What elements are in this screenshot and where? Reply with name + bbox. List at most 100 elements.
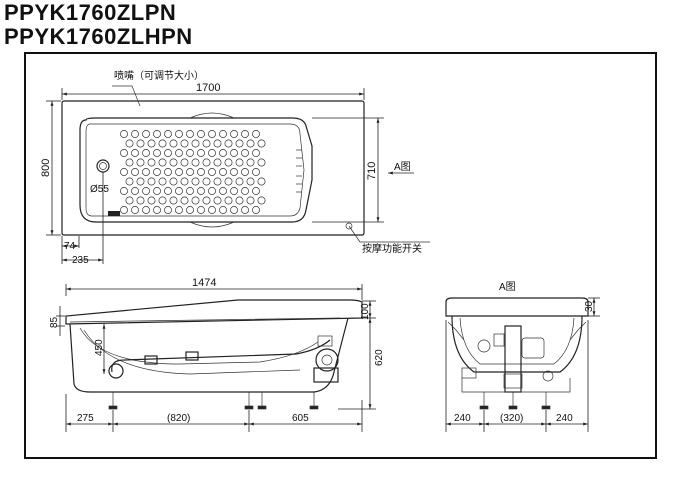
headrest-top [189,112,235,119]
dim-overall-width: 800 [40,159,52,177]
anti-slip-dot [153,187,161,195]
side-tub-body [69,317,349,393]
anti-slip-dot [125,158,134,167]
side-legs [108,392,319,410]
anti-slip-dot [186,149,194,157]
anti-slip-dot [191,139,200,148]
anti-slip-dot [208,149,216,157]
anti-slip-dot [219,168,227,176]
anti-slip-dot [213,177,222,186]
anti-slip-dot [136,196,145,205]
dim-side-depth: 450 [94,339,105,356]
end-view: A图 30 240 [445,281,600,432]
anti-slip-dot [246,177,255,186]
anti-slip-dot [120,168,128,176]
dim-inner-width: 710 [366,162,378,180]
anti-slip-dot [257,196,266,205]
anti-slip-dot [142,187,150,195]
dim-side-rim: 85 [49,316,60,328]
side-jets [296,149,302,193]
side-drain-fitting [108,363,124,379]
anti-slip-dot [197,130,205,138]
end-legs [479,392,551,410]
anti-slip-dot [169,158,178,167]
anti-slip-dot [241,130,249,138]
anti-slip-dot [153,206,161,214]
anti-slip-dot [125,196,134,205]
anti-slip-dot [147,158,156,167]
anti-slip-dot [241,149,249,157]
headrest-bottom [189,221,235,228]
dim-end-right: 240 [556,413,573,424]
anti-slip-dot [257,158,266,167]
side-valve-1 [144,355,158,365]
anti-slip-dot [186,206,194,214]
anti-slip-dot [252,130,260,138]
anti-slip-dot [186,130,194,138]
dim-side-height: 620 [374,349,385,366]
anti-slip-dot [252,149,260,157]
anti-slip-dot [120,149,128,157]
anti-slip-dot [257,139,266,148]
anti-slip-dot [224,177,233,186]
dim-edge-offset: 74 [64,241,76,252]
top-view: 按摩功能开关 喷嘴（可调节大小） 1700 800 710 A图 Ø55 74 … [40,69,430,266]
dim-foot-span: (820) [167,413,190,424]
anti-slip-dot [191,158,200,167]
switch-icon [345,222,353,230]
anti-slip-dot [202,177,211,186]
anti-slip-dot [235,196,244,205]
anti-slip-dot [197,206,205,214]
anti-slip-dot [136,158,145,167]
anti-slip-dot [186,168,194,176]
side-view: 1474 85 450 [49,277,385,432]
anti-slip-dot [230,168,238,176]
dim-overall-length: 1700 [196,82,220,94]
side-rim [65,299,363,325]
model-number-1: PPYK1760ZLPN [4,0,177,25]
anti-slip-dot [180,139,189,148]
anti-slip-dot [164,168,172,176]
model-number-2: PPYK1760ZLHPN [4,24,193,49]
anti-slip-dot [125,139,134,148]
anti-slip-dot [230,149,238,157]
anti-slip-dot [235,158,244,167]
switch-leader [348,225,361,243]
end-pump-column [504,325,522,393]
anti-slip-dot [147,177,156,186]
anti-slip-dot [142,168,150,176]
anti-slip-dot [219,206,227,214]
anti-slip-dot [252,206,260,214]
anti-slip-dot [241,206,249,214]
dim-left-foot: 275 [77,413,94,424]
anti-slip-dot [180,158,189,167]
anti-slip-dot [191,196,200,205]
anti-slip-dot [213,158,222,167]
dim-drain-offset: 235 [72,255,89,266]
dim-side-length: 1474 [192,277,216,289]
anti-slip-dot [180,177,189,186]
anti-slip-dot [158,139,167,148]
anti-slip-dot [230,206,238,214]
anti-slip-dot [131,168,139,176]
anti-slip-dot [158,177,167,186]
tub-inner-basin [85,123,305,217]
pump-motor [313,367,339,383]
anti-slip-dot [125,177,134,186]
anti-slip-dot [131,187,139,195]
anti-slip-dot [257,177,266,186]
anti-slip-dot [169,139,178,148]
anti-slip-dot [197,168,205,176]
anti-slip-dot [235,139,244,148]
anti-slip-dot [136,177,145,186]
anti-slip-dot [180,196,189,205]
anti-slip-dot [175,187,183,195]
anti-slip-dot [208,168,216,176]
tub-inner-outline [79,117,313,223]
anti-slip-dot [224,158,233,167]
dim-end-top: 30 [584,300,595,312]
anti-slip-dot [213,139,222,148]
anti-slip-dot [158,158,167,167]
drawing-frame [24,52,657,459]
